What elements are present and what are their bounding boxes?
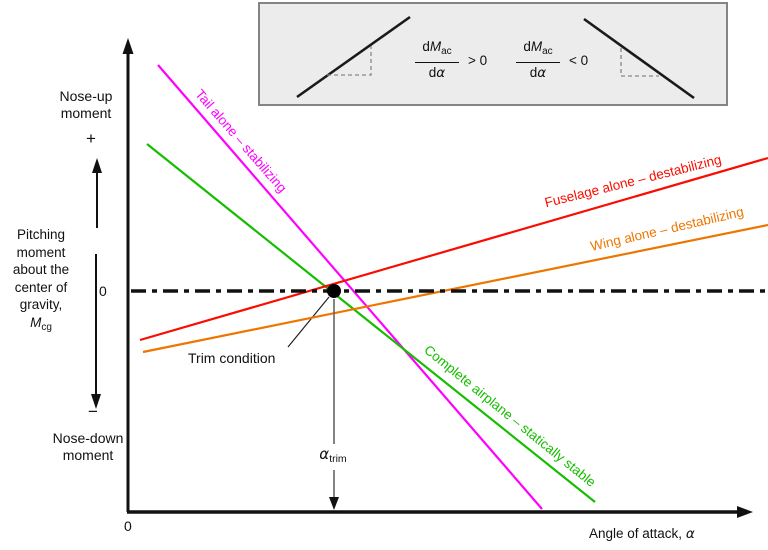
dmac-dalpha-fraction: dMac dα (415, 38, 459, 82)
x-axis-arrowhead (737, 506, 753, 518)
negative-slope-triangle-dashes (620, 48, 659, 77)
relation-positive: > 0 (468, 52, 488, 68)
minus-sign: − (88, 402, 98, 421)
dmac-negative-group: dMac dα < 0 (516, 38, 588, 82)
positive-slope-line (296, 15, 411, 99)
series-line-2 (139, 156, 768, 342)
relation-negative: < 0 (569, 52, 589, 68)
positive-slope-triangle-dashes (327, 46, 372, 76)
fraction-numerator: dMac (422, 39, 452, 57)
fraction-numerator: dMac (523, 39, 553, 57)
trim-pointer-line (287, 296, 330, 348)
trim-point-dot (327, 284, 341, 298)
series-line-0 (157, 64, 543, 510)
fraction-bar (415, 62, 459, 63)
pitching-moment-label: Pitching moment about the center of grav… (12, 227, 70, 312)
slope-sign-inset: dMac dα > 0 dMac dα < 0 (258, 2, 728, 106)
fraction-denominator: dα (529, 65, 547, 81)
nose-down-moment-label: Nose-down moment (52, 430, 124, 463)
zero-moment-tick-label: 0 (99, 283, 107, 299)
y-axis-arrowhead (122, 38, 134, 54)
dmac-positive-group: dMac dα > 0 (415, 38, 487, 82)
down-arrow-head (91, 394, 101, 409)
up-arrow-head (92, 158, 102, 173)
fraction-bar (516, 62, 560, 63)
plus-sign: + (86, 129, 96, 148)
positive-slope-diagram (296, 15, 411, 99)
alpha-trim-arrowhead (329, 497, 339, 510)
negative-slope-line (583, 17, 695, 100)
fraction-denominator: dα (428, 65, 446, 81)
nose-up-moment-label: Nose-up moment (59, 88, 113, 121)
series-line-3 (142, 223, 768, 354)
negative-slope-diagram (583, 17, 695, 100)
alpha-trim-label: αtrim (310, 444, 356, 470)
origin-tick-label: 0 (124, 518, 132, 534)
dmac-dalpha-fraction: dMac dα (516, 38, 560, 82)
mcg-symbol: Mcg (30, 315, 52, 333)
trim-condition-label: Trim condition (188, 350, 276, 366)
x-axis-title: Angle of attack, α (589, 526, 695, 542)
series-line-1 (146, 143, 596, 503)
